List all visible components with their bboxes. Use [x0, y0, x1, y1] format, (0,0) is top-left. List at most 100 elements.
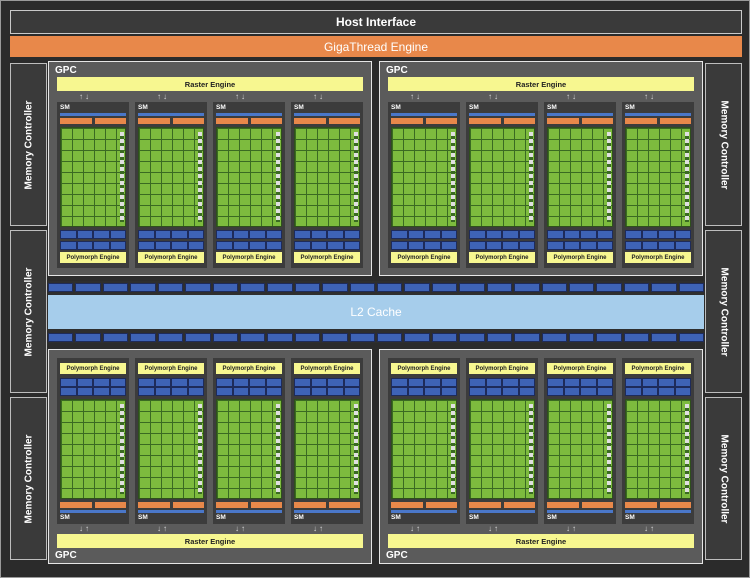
l2-partition-block	[459, 333, 485, 342]
texture-unit-row	[294, 230, 360, 239]
memory-controller-right-1: Memory Controller	[705, 63, 742, 226]
load-store-unit	[328, 379, 343, 386]
load-store-unit	[233, 242, 248, 249]
texture-unit	[172, 388, 187, 395]
load-store-unit	[564, 242, 579, 249]
load-store-unit	[172, 242, 187, 249]
load-store-unit	[61, 379, 76, 386]
texture-unit	[344, 388, 359, 395]
special-function-units	[685, 132, 689, 222]
cuda-core-grid	[548, 400, 612, 498]
l2-partition-block	[486, 333, 513, 342]
l2-partition-block	[239, 283, 266, 292]
l2-partition-block	[102, 333, 129, 342]
cuda-core-array	[547, 399, 613, 499]
texture-unit	[548, 388, 563, 395]
register-file-bar	[294, 510, 360, 513]
special-function-units	[354, 132, 358, 222]
l2-partition-block	[569, 333, 595, 342]
l2-partition-block	[294, 283, 321, 292]
special-function-units	[276, 404, 280, 494]
l2-partition-block	[130, 333, 156, 342]
load-store-unit	[675, 242, 690, 249]
load-store-unit	[519, 379, 534, 386]
texture-unit	[61, 388, 76, 395]
polymorph-engine: Polymorph Engine	[216, 252, 282, 263]
texture-unit	[328, 231, 343, 238]
load-store-row	[547, 241, 613, 250]
cuda-core-array	[60, 399, 126, 499]
data-flow-arrows-icon: ↑↓	[566, 92, 578, 101]
register-file-bar	[547, 510, 613, 513]
cuda-core-array	[469, 127, 535, 227]
load-store-unit	[519, 242, 534, 249]
l2-partition-block	[294, 333, 321, 342]
data-flow-arrows-icon: ↑↓	[313, 92, 325, 101]
l2-partition-block	[377, 333, 403, 342]
data-flow-arrows-icon: ↓↑	[488, 524, 500, 533]
texture-unit-row	[60, 230, 126, 239]
l2-partition-block	[431, 333, 458, 342]
instruction-cache-row	[60, 502, 126, 508]
raster-engine: Raster Engine	[57, 534, 363, 548]
cache-block	[294, 502, 326, 508]
cache-block	[172, 118, 204, 124]
load-store-row	[625, 241, 691, 250]
cuda-core-grid	[217, 128, 281, 226]
load-store-unit	[392, 379, 407, 386]
texture-unit	[425, 388, 440, 395]
memory-controller-label: Memory Controller	[718, 100, 729, 189]
l2-partition-block	[486, 283, 513, 292]
cuda-core-array	[216, 127, 282, 227]
cuda-core-array	[138, 127, 204, 227]
cuda-core-array	[294, 399, 360, 499]
texture-unit	[328, 388, 343, 395]
register-file-bar	[60, 510, 126, 513]
texture-unit	[344, 231, 359, 238]
texture-unit	[626, 388, 641, 395]
cuda-core-grid	[61, 400, 125, 498]
load-store-unit	[295, 242, 310, 249]
polymorph-engine: Polymorph Engine	[547, 252, 613, 263]
load-store-row	[547, 378, 613, 387]
texture-unit	[155, 231, 170, 238]
texture-unit	[77, 231, 92, 238]
data-flow-arrows-icon: ↑↓	[488, 92, 500, 101]
instruction-cache-row	[391, 118, 457, 124]
load-store-unit	[581, 379, 596, 386]
polymorph-engine: Polymorph Engine	[294, 252, 360, 263]
l2-partition-block	[514, 283, 540, 292]
load-store-unit	[188, 379, 203, 386]
register-file-bar	[469, 113, 535, 116]
special-function-units	[451, 404, 455, 494]
memory-controller-label: Memory Controller	[718, 434, 729, 523]
l2-partition-block	[185, 283, 211, 292]
texture-unit	[250, 388, 265, 395]
special-function-units	[198, 404, 202, 494]
cache-block	[94, 118, 126, 124]
cuda-core-grid	[295, 400, 359, 498]
data-flow-arrows-icon: ↑↓	[79, 92, 91, 101]
cache-block	[172, 502, 204, 508]
load-store-unit	[626, 242, 641, 249]
load-store-row	[391, 378, 457, 387]
load-store-unit	[408, 242, 423, 249]
sm-label: SM	[625, 514, 635, 521]
l2-partition-block	[349, 333, 376, 342]
memory-controller-left-2: Memory Controller	[10, 230, 47, 393]
l2-partition-block	[349, 283, 376, 292]
load-store-unit	[425, 379, 440, 386]
polymorph-engine: Polymorph Engine	[391, 252, 457, 263]
cache-block	[294, 118, 326, 124]
texture-unit	[675, 388, 690, 395]
memory-controller-label: Memory Controller	[718, 267, 729, 356]
cache-block	[391, 502, 423, 508]
data-flow-arrows-icon: ↑↓	[644, 92, 656, 101]
l2-partition-block	[267, 283, 293, 292]
